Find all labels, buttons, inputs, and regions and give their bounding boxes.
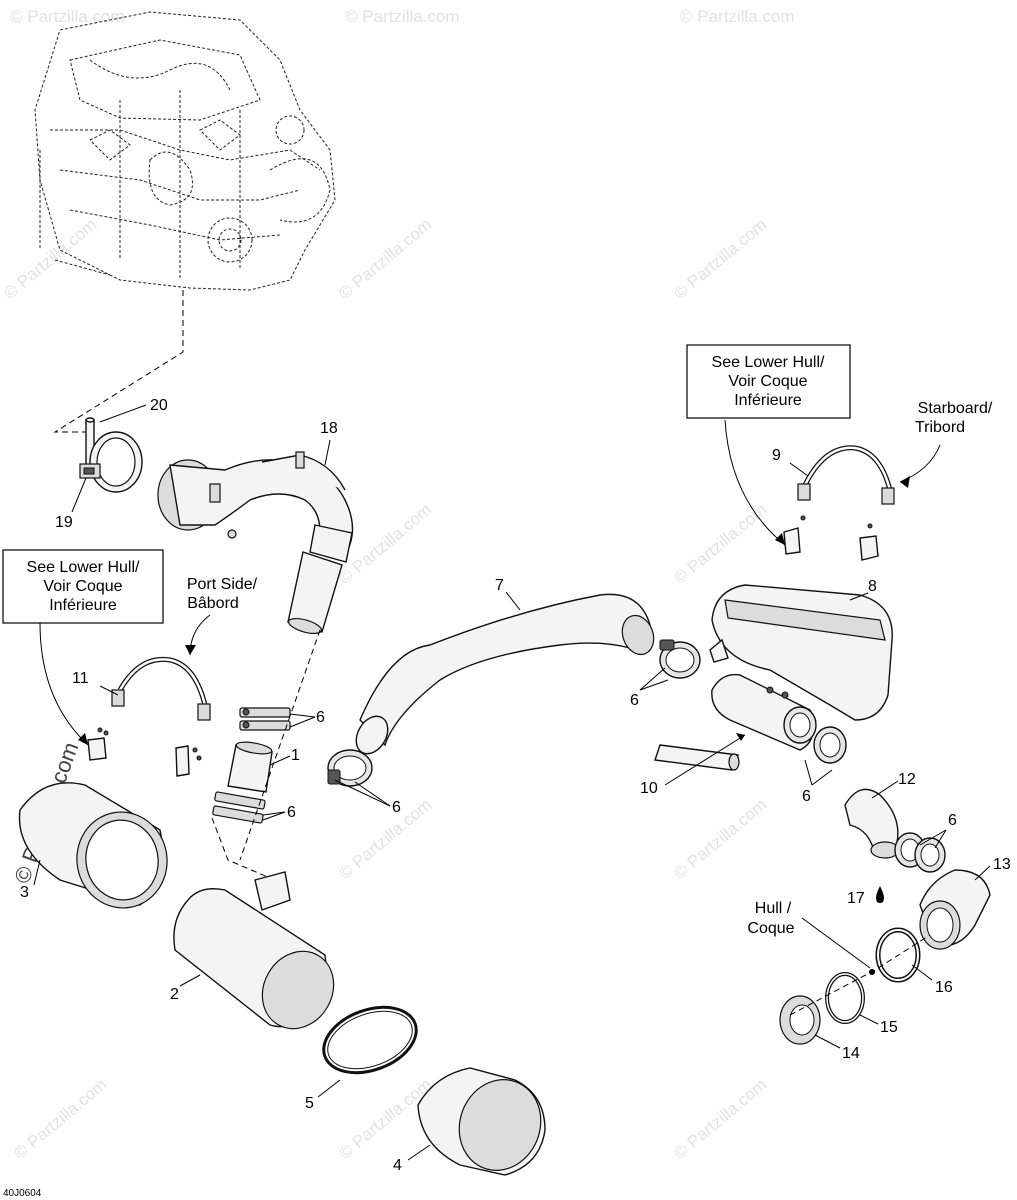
part-6-clamp-pair-upper — [239, 707, 291, 731]
note-line: Inférieure — [734, 392, 802, 409]
callout-5: 5 — [305, 1095, 314, 1112]
hull-label: Hull / — [755, 900, 792, 917]
callout-9: 9 — [772, 447, 781, 464]
callout-13: 13 — [993, 856, 1011, 873]
part-15-gasket — [825, 972, 865, 1024]
part-16-gasket — [875, 927, 921, 983]
note-lower-hull-right: See Lower Hull/ Voir Coque Inférieure — [686, 344, 851, 419]
diagram-code: 40J0604 — [3, 1188, 42, 1199]
callout-1: 1 — [291, 747, 300, 764]
callout-8: 8 — [868, 578, 877, 595]
loctite-drop-icon — [876, 886, 884, 903]
callout-10: 10 — [640, 780, 658, 797]
engine-connection-line — [53, 290, 184, 433]
callout-numbers: 20 19 18 6 1 6 6 7 8 9 6 10 6 12 6 13 17… — [20, 397, 1011, 1174]
part-14-nut — [779, 995, 821, 1045]
callout-2: 2 — [170, 986, 179, 1003]
watermark: © Partzilla.com — [670, 795, 770, 883]
part-12-rubber-elbow — [844, 788, 900, 859]
part-2-muffler — [173, 871, 335, 1030]
part-11-strap-port — [111, 656, 211, 721]
starboard-label: Tribord — [915, 419, 965, 436]
callout-3: 3 — [20, 884, 29, 901]
callout-11: 11 — [72, 670, 89, 687]
part-1-coupling — [227, 741, 273, 793]
note-lower-hull-left: See Lower Hull/ Voir Coque Inférieure — [2, 549, 164, 624]
watermark: © Partzilla.com — [670, 1075, 770, 1163]
note-line: See Lower Hull/ — [712, 354, 826, 371]
callout-6: 6 — [630, 692, 639, 709]
part-7-exhaust-hose — [355, 593, 655, 755]
starboard-label: Starboard/ — [918, 400, 993, 417]
hull-axis-line — [789, 934, 931, 1016]
callout-15: 15 — [880, 1019, 898, 1036]
part-3-sleeve — [18, 782, 168, 909]
watermark: © Partzilla.com — [335, 215, 435, 303]
watermark: © Partzilla.com — [680, 7, 795, 26]
hull-point — [869, 969, 875, 975]
assembly-axis-line — [239, 629, 321, 861]
callout-19: 19 — [55, 514, 73, 531]
callout-16: 16 — [935, 979, 953, 996]
note-line: See Lower Hull/ — [27, 559, 141, 576]
part-9-strap-starboard — [797, 445, 895, 505]
watermark: © Partzilla.com — [335, 795, 435, 883]
note-line: Voir Coque — [728, 373, 807, 390]
watermark: © Partzilla.com — [670, 215, 770, 303]
part-18-exhaust-elbow — [157, 451, 354, 635]
part-6-clamp-pair-elbow — [894, 832, 946, 873]
callout-6: 6 — [287, 804, 296, 821]
callout-6: 6 — [316, 709, 325, 726]
callout-6: 6 — [948, 812, 957, 829]
callout-17: 17 — [847, 890, 865, 907]
part-8-resonator — [709, 584, 893, 721]
port-label: Bâbord — [187, 595, 239, 612]
engine-outline — [34, 11, 336, 291]
callout-14: 14 — [842, 1045, 860, 1062]
strap-brackets-starboard — [783, 515, 879, 561]
part-4-end-cap — [417, 1067, 546, 1176]
arrowheads — [78, 476, 910, 745]
part-6-clamp-pair-right — [783, 706, 847, 764]
watermark: © Partzilla.com — [10, 1075, 110, 1163]
part-6-clamp-hose-upper — [659, 639, 701, 679]
watermark: © Partzilla.com — [345, 7, 460, 26]
part-13-outlet-elbow — [919, 869, 991, 950]
part-6-clamp-hose-lower — [327, 749, 373, 787]
callout-4: 4 — [393, 1157, 402, 1174]
hull-label: Coque — [747, 920, 794, 937]
callout-18: 18 — [320, 420, 338, 437]
part-5-band-clamp — [322, 1005, 418, 1075]
watermark: © Partzilla.com — [10, 7, 125, 26]
assembly-axis-line — [211, 817, 271, 879]
callout-20: 20 — [150, 397, 168, 414]
note-line: Voir Coque — [43, 578, 122, 595]
callout-7: 7 — [495, 577, 504, 594]
part-19-clamp — [79, 431, 143, 493]
callout-12: 12 — [898, 771, 916, 788]
note-line: Inférieure — [49, 597, 117, 614]
callout-6: 6 — [392, 799, 401, 816]
port-label: Port Side/ — [187, 576, 258, 593]
callout-6: 6 — [802, 788, 811, 805]
watermark: © Partzilla.com — [0, 215, 100, 303]
part-10-foam-strip — [654, 744, 740, 771]
part-6-clamp-pair-lower — [212, 791, 266, 824]
strap-brackets-port — [87, 727, 202, 777]
